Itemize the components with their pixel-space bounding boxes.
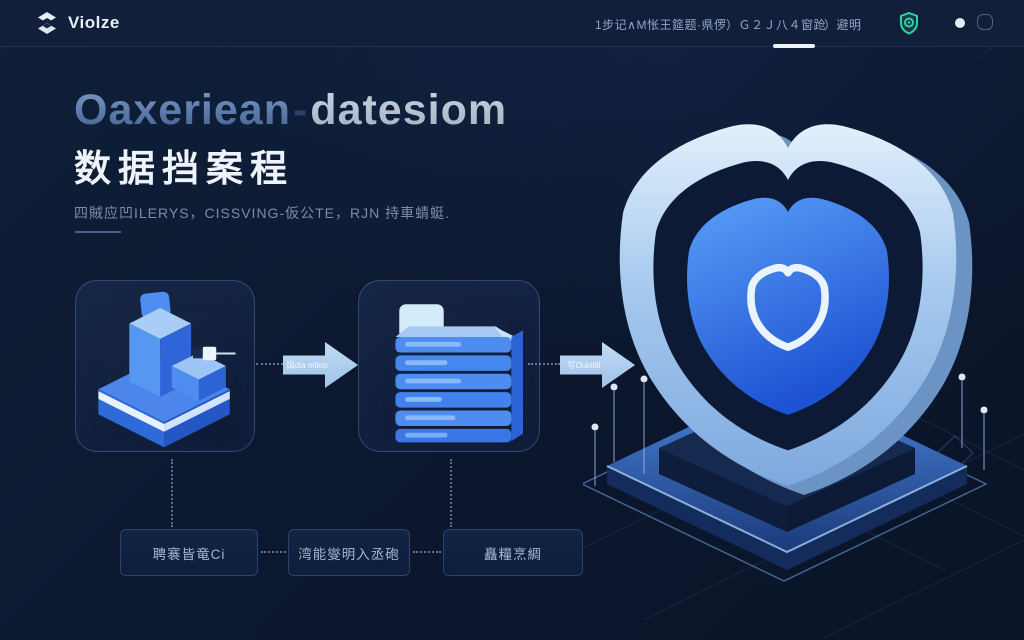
chip-step-1-label: 聘褰皆竜Ci	[152, 546, 226, 562]
flow-card-documents	[358, 280, 540, 452]
stairs-illustration-icon	[98, 291, 236, 448]
flow-arrow-2-label: 写Oukti6l	[567, 360, 601, 370]
connector-dots	[528, 363, 560, 365]
nav-item-1[interactable]: 1步记∧M怅王筵题·県㑩	[595, 18, 727, 32]
profile-circle-icon[interactable]	[977, 14, 993, 30]
connector-dots	[413, 551, 441, 553]
document-stack-illustration-icon	[395, 304, 523, 443]
antenna-pins	[591, 373, 988, 486]
connector-dots	[171, 459, 173, 527]
brand-name: Violze	[68, 13, 120, 32]
title-word-2: datesiom	[310, 86, 508, 134]
title-separator: -	[292, 86, 309, 134]
chip-step-3-label: 矗糧烹綢	[484, 546, 542, 562]
chip-step-1[interactable]: 聘褰皆竜Ci	[120, 529, 258, 576]
flow-arrow-1: 図dta mtion	[283, 342, 358, 388]
connector-dots	[261, 551, 286, 553]
shield-badge-icon[interactable]	[897, 11, 921, 35]
page-subtitle: 四賊应凹ILERYS，CISSVING-仮公TE，RJN 持車蜻蜓.	[74, 205, 451, 221]
brand[interactable]: Violze	[35, 11, 120, 35]
chip-step-2-label: 湾能燮明入丞砲	[298, 546, 400, 562]
shield-3d	[619, 124, 973, 495]
logo-icon	[38, 12, 56, 34]
subtitle-underline	[75, 231, 121, 233]
nav-item-2[interactable]: ）Ｇ２Ｊ八４窗跄	[726, 18, 827, 32]
top-nav: Violze 1步记∧M怅王筵题·県㑩 ）Ｇ２Ｊ八４窗跄 ）避明	[0, 0, 1024, 48]
connector-dots	[256, 363, 283, 365]
connector-dots	[450, 459, 452, 527]
chip-step-2[interactable]: 湾能燮明入丞砲	[288, 529, 410, 576]
chip-step-3[interactable]: 矗糧烹綢	[443, 529, 583, 576]
page-title-zh: 数据挡案程	[74, 148, 294, 189]
status-dot-icon	[955, 18, 965, 28]
nav-active-indicator	[773, 44, 815, 48]
nav-item-3[interactable]: ）避明	[824, 18, 862, 32]
page-title-en: Oaxeriean-datesiom	[74, 86, 507, 135]
flow-arrow-1-label: 図dta mtion	[286, 360, 328, 370]
shield-illustration-icon	[583, 124, 1024, 639]
flow-card-stairs	[75, 280, 255, 452]
title-word-1: Oaxeriean	[74, 86, 291, 134]
